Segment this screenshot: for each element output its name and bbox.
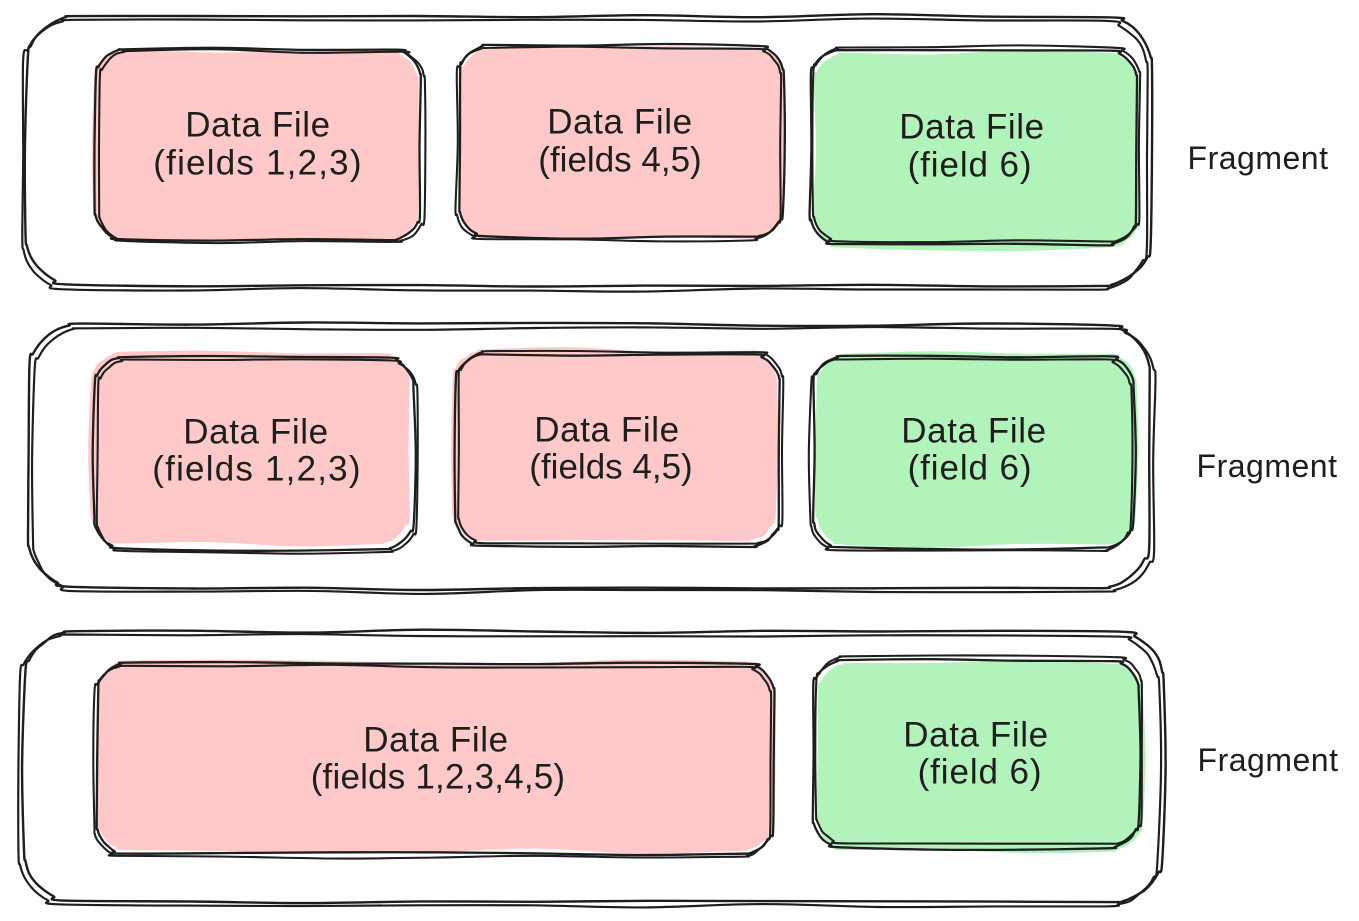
svg-text:Fragment: Fragment	[1198, 742, 1339, 778]
svg-text:(fields 1,2,3,4,5): (fields 1,2,3,4,5)	[311, 758, 566, 797]
svg-text:(fields 1,2,3): (fields 1,2,3)	[152, 450, 361, 489]
svg-text:Data File: Data File	[534, 411, 679, 450]
svg-text:(fields 4,5): (fields 4,5)	[538, 141, 701, 180]
svg-text:(field 6): (field 6)	[908, 146, 1033, 185]
svg-text:Data File: Data File	[363, 721, 508, 760]
svg-text:(field 6): (field 6)	[908, 449, 1033, 488]
svg-text:(field 6): (field 6)	[918, 753, 1043, 792]
svg-text:Data File: Data File	[903, 716, 1048, 755]
svg-text:Data File: Data File	[901, 412, 1046, 451]
svg-text:Data File: Data File	[547, 103, 692, 142]
svg-text:Fragment: Fragment	[1188, 140, 1329, 176]
svg-text:(fields 4,5): (fields 4,5)	[529, 448, 692, 487]
svg-text:Fragment: Fragment	[1197, 448, 1338, 484]
svg-text:Data File: Data File	[185, 106, 330, 145]
svg-text:Data File: Data File	[183, 413, 328, 452]
svg-text:Data File: Data File	[899, 108, 1044, 147]
svg-text:(fields 1,2,3): (fields 1,2,3)	[153, 144, 362, 183]
